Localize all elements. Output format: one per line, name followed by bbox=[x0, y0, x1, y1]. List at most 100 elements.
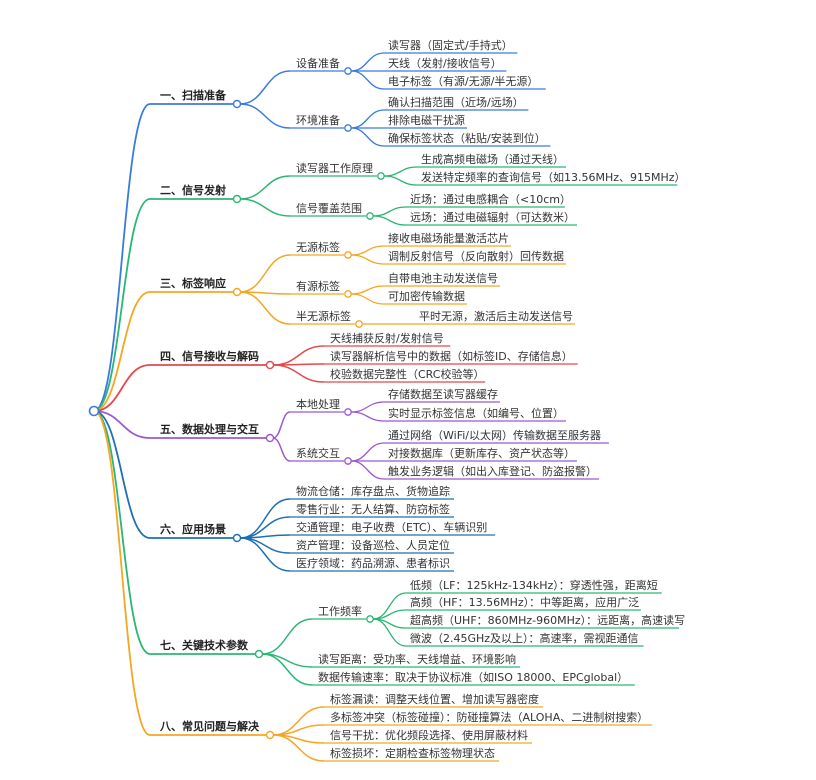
subtopic-label[interactable]: 多标签冲突（标签碰撞）：防碰撞算法（ALOHA、二进制树搜索） bbox=[330, 710, 648, 724]
leaf-label[interactable]: 确认扫描范围（近场/远场） bbox=[388, 95, 524, 109]
subtopic-label[interactable]: 信号干扰：优化频段选择、使用屏蔽材料 bbox=[330, 728, 528, 742]
leaf-label[interactable]: 通过网络（WiFi/以太网）传输数据至服务器 bbox=[388, 428, 601, 442]
connector-line bbox=[239, 198, 291, 217]
leaf-label[interactable]: 接收电磁场能量激活芯片 bbox=[388, 231, 509, 245]
leaf-label[interactable]: 超高频（UHF：860MHz-960MHz）：远距离，高速读写 bbox=[410, 613, 685, 627]
subtopic-node[interactable] bbox=[366, 212, 374, 220]
subtopic-label[interactable]: 环境准备 bbox=[296, 113, 340, 127]
subtopic-node[interactable] bbox=[377, 172, 385, 180]
section-title[interactable]: 四、信号接收与解码 bbox=[160, 349, 259, 363]
connector-line bbox=[93, 103, 151, 412]
subtopic-label[interactable]: 校验数据完整性（CRC校验等） bbox=[330, 367, 484, 381]
connector-line bbox=[93, 410, 151, 736]
section-node[interactable] bbox=[265, 360, 275, 370]
subtopic-node[interactable] bbox=[344, 408, 352, 416]
section-title[interactable]: 一、扫描准备 bbox=[160, 88, 227, 102]
section-title[interactable]: 五、数据处理与交互 bbox=[160, 422, 259, 436]
subtopic-label[interactable]: 读写器解析信号中的数据（如标签ID、存储信息） bbox=[330, 349, 573, 363]
subtopic-node[interactable] bbox=[344, 67, 352, 75]
leaf-label[interactable]: 存储数据至读写器缓存 bbox=[388, 387, 498, 401]
subtopic-label[interactable]: 天线捕获反射/发射信号 bbox=[330, 331, 444, 345]
leaf-label[interactable]: 可加密传输数据 bbox=[388, 289, 465, 303]
leaf-label[interactable]: 微波（2.45GHz及以上）：高速率，需视距通信 bbox=[410, 631, 639, 645]
leaf-label[interactable]: 低频（LF：125kHz-134kHz）：穿透性强，距离短 bbox=[410, 578, 658, 592]
leaf-label[interactable]: 天线（发射/接收信号） bbox=[388, 56, 502, 70]
leaf-label[interactable]: 平时无源，激活后主动发送信号 bbox=[419, 309, 573, 323]
subtopic-label[interactable]: 物流仓储：库存盘点、货物追踪 bbox=[296, 484, 450, 498]
connector-line bbox=[261, 618, 313, 655]
section-node[interactable] bbox=[265, 433, 275, 443]
connector-line bbox=[93, 198, 151, 412]
connector-line bbox=[272, 345, 325, 366]
section-title[interactable]: 二、信号发射 bbox=[160, 183, 226, 197]
section-node[interactable] bbox=[232, 287, 242, 297]
subtopic-label[interactable]: 设备准备 bbox=[296, 56, 340, 70]
section-title[interactable]: 八、常见问题与解决 bbox=[159, 719, 260, 733]
subtopic-node[interactable] bbox=[366, 615, 374, 623]
connector-line bbox=[350, 254, 385, 265]
connector-line bbox=[350, 109, 385, 129]
connector-line bbox=[239, 537, 291, 572]
connector-line bbox=[350, 127, 385, 147]
connector-line bbox=[261, 653, 313, 668]
subtopic-label[interactable]: 信号覆盖范围 bbox=[296, 201, 362, 215]
subtopic-label[interactable]: 读写距离：受功率、天线增益、环境影响 bbox=[318, 652, 516, 666]
leaf-label[interactable]: 对接数据库（更新库存、资产状态等） bbox=[388, 446, 575, 460]
leaf-label[interactable]: 触发业务逻辑（如出入库登记、防盗报警） bbox=[388, 464, 597, 478]
subtopic-label[interactable]: 标签漏读：调整天线位置、增加读写器密度 bbox=[330, 692, 539, 706]
subtopic-label[interactable]: 本地处理 bbox=[296, 397, 340, 411]
subtopic-label[interactable]: 零售行业：无人结算、防窃标签 bbox=[296, 502, 450, 516]
subtopic-node[interactable] bbox=[344, 457, 352, 465]
connector-line bbox=[239, 103, 291, 129]
leaf-label[interactable]: 电子标签（有源/无源/半无源） bbox=[388, 74, 538, 88]
section-node[interactable] bbox=[265, 730, 275, 740]
leaf-label[interactable]: 生成高频电磁场（通过天线） bbox=[421, 152, 564, 166]
leaf-label[interactable]: 发送特定频率的查询信号（如13.56MHz、915MHz） bbox=[421, 170, 686, 184]
connector-line bbox=[93, 291, 151, 412]
section-title[interactable]: 七、关键技术参数 bbox=[160, 638, 249, 652]
section-node[interactable] bbox=[254, 649, 264, 659]
section-title[interactable]: 三、标签响应 bbox=[160, 276, 226, 290]
section-node[interactable] bbox=[232, 194, 242, 204]
connector-line bbox=[272, 411, 291, 439]
subtopic-label[interactable]: 医疗领域：药品溯源、患者标识 bbox=[296, 556, 450, 570]
connector-line bbox=[272, 734, 325, 762]
leaf-label[interactable]: 远场：通过电磁辐射（可达数米） bbox=[410, 210, 575, 224]
section-title[interactable]: 六、应用场景 bbox=[160, 522, 226, 536]
connector-line bbox=[372, 215, 407, 226]
section-node[interactable] bbox=[232, 533, 242, 543]
leaf-label[interactable]: 自带电池主动发送信号 bbox=[388, 271, 498, 285]
subtopic-label[interactable]: 无源标签 bbox=[296, 240, 340, 254]
leaf-label[interactable]: 读写器（固定式/手持式） bbox=[388, 38, 513, 52]
subtopic-label[interactable]: 标签损坏：定期检查标签物理状态 bbox=[330, 746, 495, 760]
subtopic-label[interactable]: 读写器工作原理 bbox=[296, 161, 373, 175]
subtopic-node[interactable] bbox=[355, 320, 363, 328]
leaf-label[interactable]: 实时显示标签信息（如编号、位置） bbox=[388, 406, 564, 420]
root-node[interactable] bbox=[88, 405, 100, 417]
connector-line bbox=[350, 285, 385, 295]
subtopic-label[interactable]: 半无源标签 bbox=[296, 309, 351, 323]
subtopic-label[interactable]: 资产管理：设备巡检、人员定位 bbox=[296, 538, 450, 552]
subtopic-node[interactable] bbox=[344, 124, 352, 132]
connector-line bbox=[261, 653, 313, 686]
leaf-label[interactable]: 排除电磁干扰源 bbox=[388, 113, 465, 127]
subtopic-node[interactable] bbox=[344, 290, 352, 298]
subtopic-label[interactable]: 数据传输速率：取决于协议标准（如ISO 18000、EPCglobal） bbox=[318, 670, 628, 684]
leaf-label[interactable]: 调制反射信号（反向散射）回传数据 bbox=[388, 249, 564, 263]
subtopic-label[interactable]: 交通管理：电子收费（ETC）、车辆识别 bbox=[296, 520, 487, 534]
subtopic-label[interactable]: 工作频率 bbox=[318, 604, 362, 618]
connector-line bbox=[372, 206, 407, 217]
subtopic-label[interactable]: 有源标签 bbox=[296, 279, 340, 293]
connector-line bbox=[239, 175, 291, 200]
connector-line bbox=[350, 442, 385, 462]
leaf-label[interactable]: 近场：通过电感耦合（<10cm） bbox=[410, 192, 571, 206]
section-node[interactable] bbox=[232, 99, 242, 109]
connector-line bbox=[350, 52, 385, 72]
leaf-label[interactable]: 高频（HF：13.56MHz）：中等距离，应用广泛 bbox=[410, 595, 639, 609]
connector-line bbox=[350, 70, 385, 90]
subtopic-node[interactable] bbox=[344, 251, 352, 259]
subtopic-label[interactable]: 系统交互 bbox=[296, 446, 340, 460]
leaf-label[interactable]: 确保标签状态（粘贴/安装到位） bbox=[388, 131, 546, 145]
